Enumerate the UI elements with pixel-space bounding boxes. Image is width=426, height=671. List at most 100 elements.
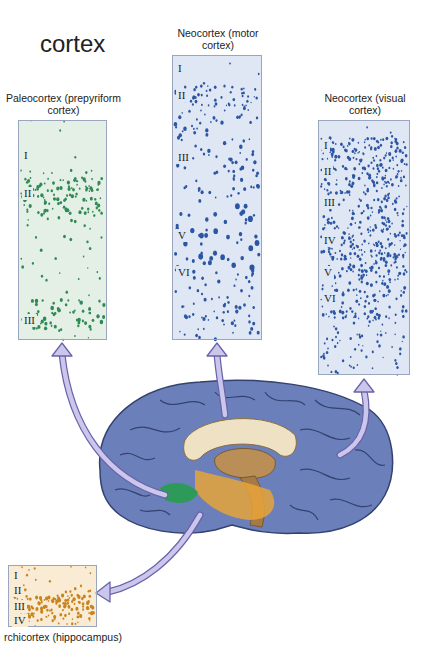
cell-dot — [380, 242, 383, 245]
cell-dot — [368, 325, 370, 327]
cell-dot — [383, 157, 385, 160]
cell-dot — [200, 109, 202, 111]
cell-dot — [395, 362, 397, 365]
cell-dot — [185, 185, 187, 188]
cell-dot — [66, 194, 68, 197]
cell-dot — [67, 598, 70, 601]
cell-dot — [40, 213, 43, 217]
cell-dot — [395, 150, 397, 152]
cell-dot — [348, 281, 351, 285]
cell-dot — [53, 313, 56, 316]
cell-dot — [89, 595, 92, 598]
cell-dot — [100, 197, 102, 199]
cell-dot — [349, 307, 351, 310]
cell-dot — [224, 220, 228, 224]
cell-dot — [339, 310, 342, 314]
cell-dot — [350, 356, 352, 358]
cell-dot — [35, 189, 37, 191]
cell-dot — [220, 96, 222, 99]
cell-dot — [75, 607, 78, 611]
cell-dot — [254, 235, 257, 239]
cell-dot — [379, 163, 382, 167]
cell-dot — [351, 310, 353, 313]
cell-dot — [203, 82, 205, 85]
cell-dot — [37, 211, 40, 214]
cell-dot — [394, 208, 397, 211]
cell-dot — [389, 225, 391, 228]
cell-dot — [372, 319, 373, 321]
cell-dot — [208, 154, 210, 156]
cell-dot — [388, 306, 390, 309]
cell-dot — [47, 178, 49, 180]
cell-dot — [88, 612, 90, 614]
cell-dot — [67, 299, 69, 301]
cell-dot — [82, 608, 84, 610]
cell-dot — [215, 271, 217, 274]
cell-dot — [190, 228, 194, 233]
cell-dot — [382, 357, 383, 359]
cell-dot — [208, 191, 211, 195]
cell-dot — [213, 212, 217, 217]
cell-dot — [58, 329, 60, 332]
cell-dot — [347, 145, 349, 147]
cell-dot — [381, 230, 383, 233]
cell-dot — [89, 228, 91, 230]
cell-dot — [62, 179, 63, 181]
cell-dot — [352, 176, 354, 179]
cell-dot — [370, 161, 372, 164]
cell-dot — [376, 181, 379, 184]
cell-dot — [78, 321, 81, 325]
cell-dot — [355, 300, 358, 304]
cell-dot — [91, 605, 93, 608]
cell-dot — [46, 616, 48, 618]
cell-dot — [59, 272, 60, 274]
cell-dot — [215, 102, 218, 105]
cell-dot — [233, 320, 235, 322]
cell-dot — [213, 116, 216, 120]
cell-dot — [57, 597, 60, 601]
cell-dot — [349, 364, 351, 366]
cell-dot — [252, 322, 255, 326]
cell-dot — [377, 167, 379, 170]
cell-dot — [102, 303, 105, 307]
cell-dot — [40, 607, 43, 611]
cell-dot — [390, 141, 393, 144]
cell-dot — [27, 598, 29, 600]
cortex-panel: Neocortex (visual cortex)IIIIIIIVVVI — [318, 120, 410, 375]
cell-dot — [21, 566, 23, 568]
cell-dot — [220, 121, 223, 125]
cell-dot — [340, 143, 343, 146]
cell-dot — [370, 226, 371, 228]
cell-dot — [391, 346, 393, 348]
panel-ground — [172, 55, 262, 340]
cell-dot — [323, 153, 324, 155]
cell-dot — [257, 253, 260, 257]
cell-dot — [384, 177, 386, 179]
cell-dot — [256, 116, 258, 119]
cell-dot — [226, 105, 227, 107]
cell-dot — [200, 148, 202, 151]
cell-dot — [208, 319, 209, 321]
cell-dot — [359, 290, 362, 293]
cell-dot — [69, 212, 72, 216]
cell-dot — [334, 155, 337, 159]
cell-dot — [386, 199, 389, 202]
cell-dot — [95, 202, 98, 206]
cell-dot — [49, 321, 52, 324]
cell-dot — [376, 164, 379, 167]
cell-dot — [344, 240, 346, 242]
cell-dot — [406, 206, 407, 208]
cell-dot — [387, 196, 389, 199]
cell-dot — [78, 278, 80, 280]
cell-dot — [82, 605, 84, 608]
cell-dot — [324, 227, 325, 229]
cell-dot — [79, 188, 81, 190]
cell-dot — [401, 309, 404, 312]
cell-dot — [358, 142, 360, 144]
cell-dot — [100, 212, 103, 215]
cell-dot — [208, 104, 210, 106]
cell-dot — [246, 100, 248, 103]
arrow-leaders — [52, 343, 374, 602]
cell-dot — [202, 317, 205, 321]
cell-dot — [223, 84, 225, 87]
